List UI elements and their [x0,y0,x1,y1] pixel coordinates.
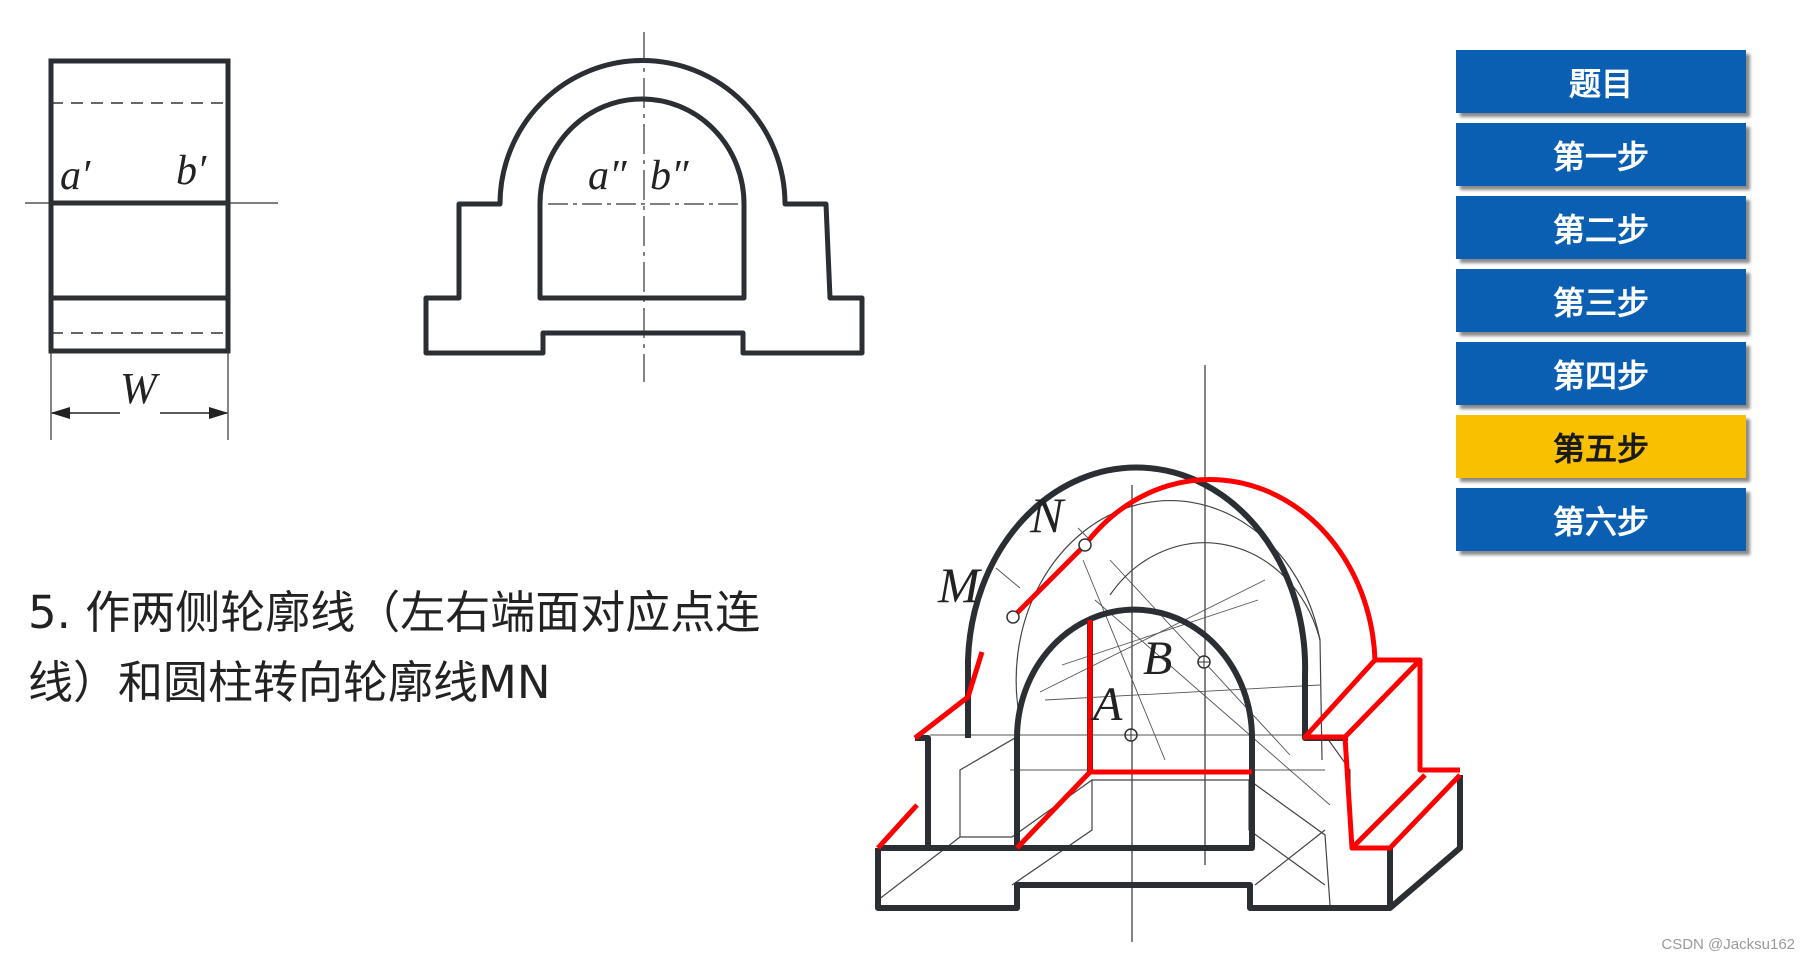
front-label-w: W [120,364,160,413]
front-view: a′ b′ W [25,58,278,440]
watermark: CSDN @Jacksu162 [1661,936,1795,953]
iso-label-n: N [1029,487,1066,543]
point-m-marker [1006,610,1020,624]
step-button-5[interactable]: 第五步 [1456,415,1746,478]
iso-label-m: M [937,557,982,613]
step-button-question[interactable]: 题目 [1456,50,1746,113]
step-description-line-1: 5. 作两侧轮廓线（左右端面对应点连 [28,586,760,639]
step-button-1[interactable]: 第一步 [1456,123,1746,186]
side-label-a: a″ [588,153,627,199]
side-view: a″ b″ [423,32,865,382]
contour-lines-red [876,477,1462,851]
point-n-marker [1078,538,1092,552]
side-label-b: b″ [650,153,689,199]
iso-label-a: A [1090,678,1123,731]
isometric-view: N M B A [875,365,1463,942]
step-button-3[interactable]: 第三步 [1456,269,1746,332]
point-b-marker [1197,655,1211,669]
step-button-2[interactable]: 第二步 [1456,196,1746,259]
step-button-6[interactable]: 第六步 [1456,488,1746,551]
front-label-a: a′ [60,153,91,199]
step-button-4[interactable]: 第四步 [1456,342,1746,405]
step-description-line-2: 线）和圆柱转向轮廓线MN [28,656,551,709]
front-label-b: b′ [176,148,207,194]
iso-label-b: B [1143,632,1172,685]
step-navigation-panel: 题目 第一步 第二步 第三步 第四步 第五步 第六步 [1456,50,1746,561]
point-a-marker [1124,728,1138,742]
